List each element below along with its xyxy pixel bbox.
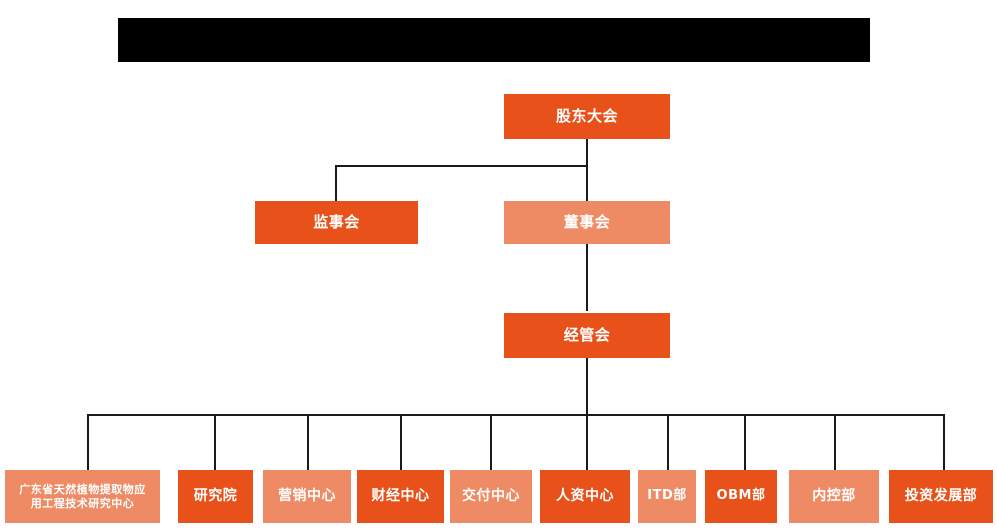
- connector-drop-10: [943, 414, 945, 470]
- node-label: 营销中心: [278, 487, 336, 504]
- node-hr-center[interactable]: 人资中心: [540, 470, 630, 523]
- connector-level4-bus: [87, 414, 944, 416]
- node-label: ITD部: [647, 488, 687, 504]
- connector-drop-7: [667, 414, 669, 470]
- node-itd-department[interactable]: ITD部: [638, 470, 696, 523]
- node-label: 投资发展部: [904, 487, 978, 504]
- node-management-committee[interactable]: 经管会: [504, 313, 670, 358]
- connector-drop-9: [834, 414, 836, 470]
- connector-management-down: [586, 358, 588, 415]
- node-marketing-center[interactable]: 营销中心: [263, 470, 351, 523]
- node-internal-control-department[interactable]: 内控部: [789, 470, 879, 523]
- node-label: 股东大会: [555, 107, 618, 126]
- node-label: 财经中心: [371, 487, 430, 504]
- connector-drop-1: [87, 414, 89, 470]
- node-board-of-directors[interactable]: 董事会: [504, 201, 670, 244]
- redacted-title-bar: [118, 18, 870, 62]
- connector-to-supervisors: [335, 165, 337, 201]
- node-label: 监事会: [313, 213, 360, 232]
- node-finance-center[interactable]: 财经中心: [357, 470, 444, 523]
- node-gd-research-center[interactable]: 广东省天然植物提取物应 用工程技术研究中心: [5, 470, 160, 523]
- node-label: 人资中心: [556, 487, 614, 504]
- connector-drop-8: [744, 414, 746, 470]
- node-investment-development-department[interactable]: 投资发展部: [889, 470, 993, 523]
- connector-shareholders-down: [586, 139, 588, 167]
- node-obm-department[interactable]: OBM部: [705, 470, 777, 523]
- node-label: 广东省天然植物提取物应 用工程技术研究中心: [19, 482, 146, 510]
- connector-drop-3: [307, 414, 309, 470]
- node-label: OBM部: [716, 488, 766, 504]
- connector-drop-6: [586, 414, 588, 470]
- node-board-of-supervisors[interactable]: 监事会: [255, 201, 418, 244]
- node-shareholders-meeting[interactable]: 股东大会: [504, 94, 670, 139]
- connector-to-directors: [586, 165, 588, 201]
- connector-drop-4: [400, 414, 402, 470]
- node-label: 研究院: [193, 487, 238, 504]
- connector-level2-bus: [335, 165, 588, 167]
- node-research-institute[interactable]: 研究院: [178, 470, 253, 523]
- connector-directors-to-management: [586, 243, 588, 311]
- connector-drop-5: [490, 414, 492, 470]
- node-label: 内控部: [812, 487, 856, 504]
- connector-drop-2: [214, 414, 216, 470]
- node-delivery-center[interactable]: 交付中心: [450, 470, 532, 523]
- node-label: 董事会: [563, 213, 611, 232]
- node-label: 交付中心: [462, 487, 520, 504]
- node-label: 经管会: [563, 326, 611, 345]
